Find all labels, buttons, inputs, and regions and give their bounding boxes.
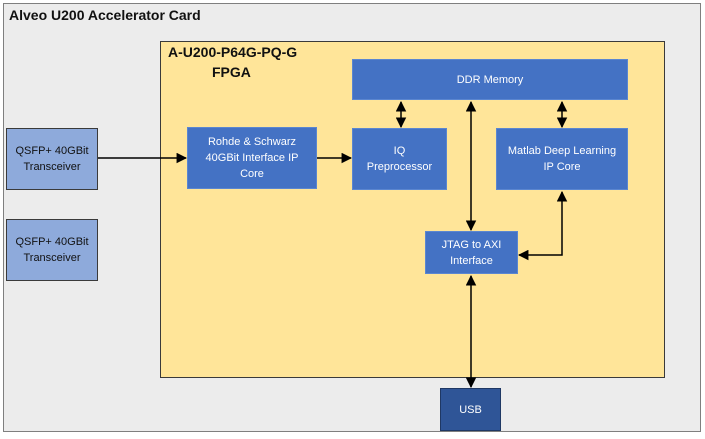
iq-preprocessor-block: IQ Preprocessor xyxy=(352,128,447,190)
rs-interface-ip-block: Rohde & Schwarz 40GBit Interface IP Core xyxy=(187,127,317,189)
arrow-matlab-jtag xyxy=(517,190,568,261)
fpga-part-number: A-U200-P64G-PQ-G xyxy=(168,44,298,60)
qsfp-transceiver-2: QSFP+ 40GBit Transceiver xyxy=(6,219,98,281)
jtag-to-axi-block: JTAG to AXI Interface xyxy=(425,231,518,274)
card-title: Alveo U200 Accelerator Card xyxy=(9,7,201,23)
fpga-label: FPGA xyxy=(212,64,251,80)
qsfp-transceiver-1: QSFP+ 40GBit Transceiver xyxy=(6,128,98,190)
matlab-deep-learning-block: Matlab Deep Learning IP Core xyxy=(496,128,628,190)
usb-block: USB xyxy=(440,388,501,431)
ddr-memory-block: DDR Memory xyxy=(352,59,628,100)
